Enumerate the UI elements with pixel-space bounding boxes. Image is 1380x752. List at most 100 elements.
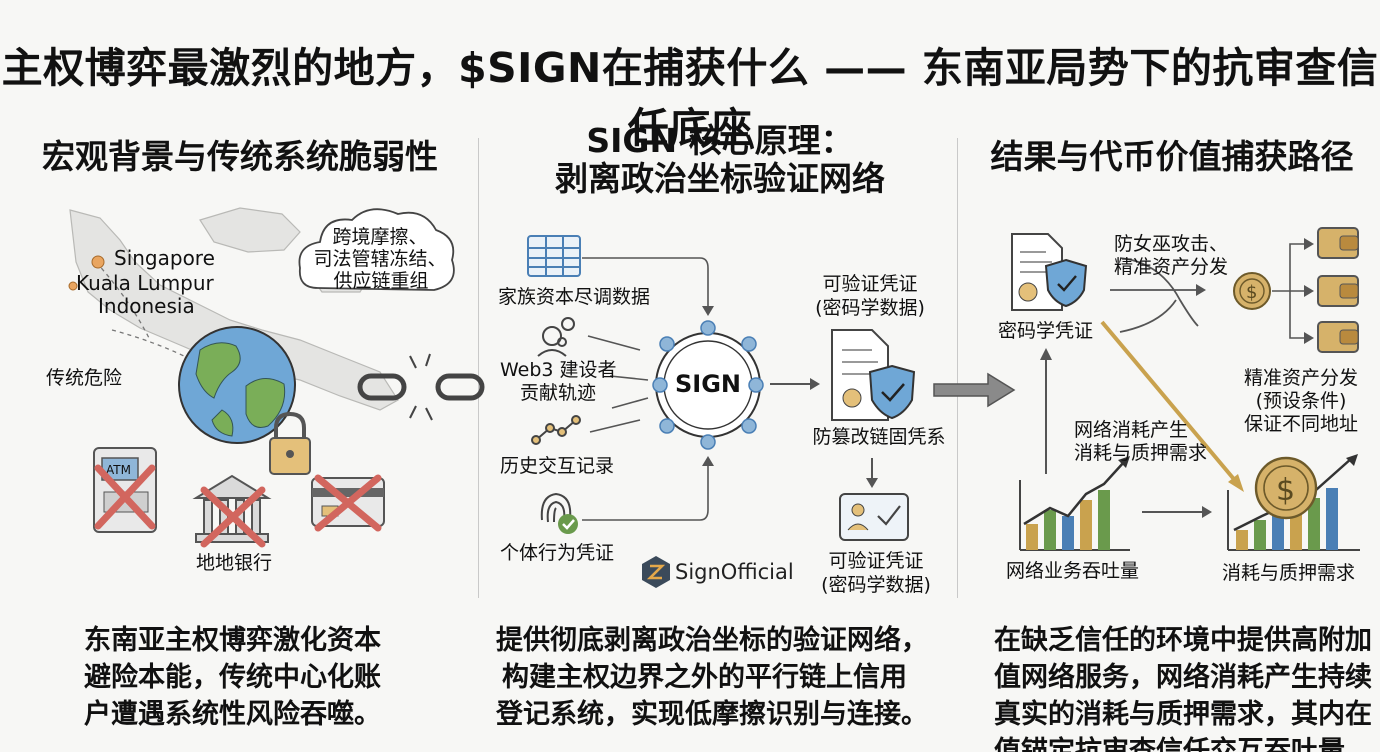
tamperproof-label: 防篡改链固凭系: [812, 426, 946, 448]
atm-label: ATM: [106, 463, 131, 477]
cloud-line-2: 司法管辖冻结、: [313, 248, 447, 270]
precise-line-2: (预设条件): [1255, 390, 1347, 412]
left-summary-line-3: 户遭遇系统性风险吞噬。: [84, 699, 381, 730]
shield-check-icon: [868, 364, 916, 420]
wallet-icon-2: [1317, 275, 1359, 307]
diagonal-gold-arrow: [1100, 320, 1240, 486]
bank-label: 地地银行: [196, 552, 273, 574]
cloud-shape: [298, 208, 455, 291]
fanout-arrowheads: [1304, 238, 1314, 344]
input-family-label: 家族资本尽调数据: [498, 286, 651, 308]
diagonal-gold-arrowhead: [1228, 474, 1244, 492]
middle-column-heading: SIGN 核心原理： 剥离政治坐标验证网络: [490, 122, 950, 198]
right-summary: 在缺乏信任的环境中提供高附加 值网络服务，网络消耗产生持续 真实的消耗与质押需求…: [994, 622, 1378, 752]
page-title: 主权博弈最激烈的地方，$SIGN在捕获什么 —— 东南亚局势下的抗审查信任底座: [1, 44, 1379, 152]
atm-cross-icon: [94, 464, 156, 530]
map-island-shape: [199, 207, 301, 253]
right-column-heading: 结果与代币价值捕获路径: [990, 137, 1354, 176]
left-summary-line-1: 东南亚主权博弈激化资本: [84, 625, 381, 656]
hub-to-credential-arrowhead: [810, 378, 820, 390]
cloud-line-3: 供应链重组: [333, 270, 429, 292]
big-coin-icon: [1254, 456, 1318, 520]
signofficial-logo-icon: [642, 556, 670, 588]
middle-summary: 提供彻底剥离政治坐标的验证网络， 构建主权边界之外的平行链上信用 登记系统，实现…: [496, 622, 928, 733]
builder-gear-icon: [537, 317, 575, 357]
credential-top-line-2: (密码学数据): [815, 297, 925, 319]
chain-break-spark-icon: [409, 353, 433, 421]
credential-bottom-line-2: (密码学数据): [821, 574, 931, 596]
input-web3-line-2: 贡献轨迹: [520, 382, 597, 404]
map-dashed-route: [95, 261, 185, 357]
bank-cross-icon: [200, 486, 266, 548]
input-behavior-label: 个体行为凭证: [500, 542, 615, 564]
precise-line-3: 保证不同地址: [1243, 413, 1358, 435]
wallet-icon-1: [1317, 227, 1359, 259]
verified-check-icon: [558, 514, 578, 534]
history-graph-icon: [531, 415, 581, 445]
big-transition-arrow: [933, 372, 1016, 408]
crossing-arrowhead: [1196, 284, 1206, 296]
credential-bottom-line-1: 可验证凭证: [828, 550, 924, 572]
map-label-indonesia: Indonesia: [98, 294, 195, 318]
cloud-line-1: 跨境摩擦、: [332, 226, 428, 248]
sign-hub-label: SIGN: [675, 370, 741, 398]
certificate-shield-icon: [1044, 258, 1088, 308]
left-summary: 东南亚主权博弈激化资本 避险本能，传统中心化账 户遭遇系统性风险吞噬。: [84, 622, 381, 733]
column-divider-left: [478, 138, 479, 598]
map-label-kuala-lumpur: Kuala Lumpur: [76, 271, 214, 295]
staking-label: 消耗与质押需求: [1222, 562, 1356, 584]
verified-check-mark: [562, 519, 575, 530]
middle-summary-line-1: 提供彻底剥离政治坐标的验证网络，: [496, 625, 928, 656]
middle-heading-line-2: 剥离政治坐标验证网络: [555, 159, 885, 198]
middle-heading-line-1: SIGN 核心原理：: [586, 121, 854, 160]
column-divider-right: [957, 138, 958, 598]
input-arrowheads: [702, 306, 714, 466]
left-column-heading: 宏观背景与传统系统脆弱性: [42, 137, 438, 176]
crypto-credential-label: 密码学凭证: [998, 320, 1094, 342]
sybil-line-1: 防女巫攻击、: [1114, 233, 1229, 255]
crossing-arrows: [1110, 257, 1200, 333]
id-card-icon: [839, 493, 909, 541]
kl-dot: [68, 281, 78, 291]
card-cross-icon: [314, 474, 382, 532]
bank-icon: [192, 474, 272, 543]
middle-summary-line-3: 登记系统，实现低摩擦识别与连接。: [496, 699, 928, 730]
big-coin-dollar-glyph: $: [1276, 473, 1295, 508]
sign-hub-icon: [652, 320, 764, 450]
globe-icon: [178, 326, 296, 444]
spreadsheet-icon: [527, 235, 581, 277]
sybil-line-2: 精准资产分发: [1114, 256, 1229, 278]
credential-top-line-1: 可验证凭证: [822, 273, 918, 295]
right-summary-line-4: 值锚定抗审查信任交互吞吐量。: [994, 736, 1372, 752]
consumption-line-1: 网络消耗产生: [1074, 419, 1189, 441]
input-web3-line-1: Web3 建设者: [500, 359, 617, 381]
fingerprint-icon: [540, 492, 572, 523]
credential-down-arrowhead: [866, 478, 878, 488]
right-summary-line-3: 真实的消耗与质押需求，其内在: [994, 699, 1372, 730]
left-summary-line-2: 避险本能，传统中心化账: [84, 662, 381, 693]
traditional-risk-label: 传统危险: [46, 367, 123, 389]
precise-line-1: 精准资产分发: [1243, 367, 1358, 389]
fanout-arrows: [1272, 243, 1308, 339]
coin-icon: [1233, 272, 1271, 310]
sea-map-shape: [69, 209, 399, 411]
middle-summary-line-2: 构建主权边界之外的平行链上信用: [502, 662, 907, 693]
wallet-icon-3: [1317, 321, 1359, 353]
input-connectors: [582, 257, 709, 521]
chart-to-chart-arrowhead: [1202, 506, 1212, 518]
throughput-chart-icon: [1019, 456, 1130, 551]
brand-name: SignOfficial: [675, 560, 794, 584]
coin-dollar-glyph: $: [1246, 282, 1257, 303]
padlock-icon: [269, 411, 311, 475]
consumption-line-2: 消耗与质押需求: [1074, 442, 1208, 464]
map-label-singapore: Singapore: [114, 246, 215, 270]
broken-chain-icon: [357, 373, 485, 401]
chart-to-certificate-arrowhead: [1040, 348, 1052, 360]
right-summary-line-2: 值网络服务，网络消耗产生持续: [994, 662, 1372, 693]
singapore-dot: [91, 255, 105, 269]
throughput-label: 网络业务吞吐量: [1006, 560, 1140, 582]
input-history-label: 历史交互记录: [500, 455, 615, 477]
